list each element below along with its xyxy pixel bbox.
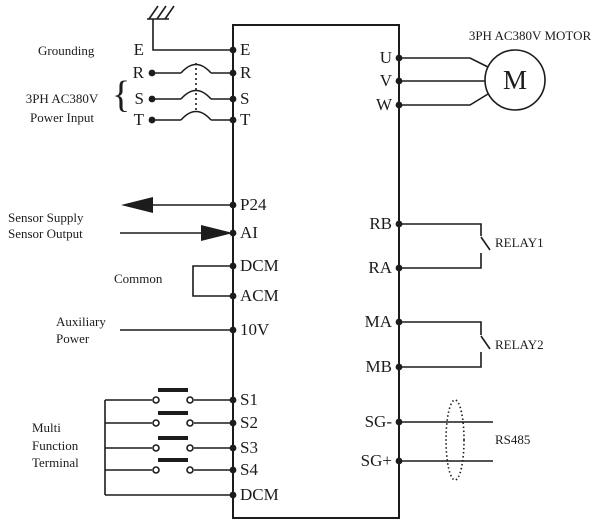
terminal-s2: S2 [240, 413, 258, 432]
motor-circle [484, 49, 546, 111]
sensor-supply-arrow [121, 197, 233, 213]
relay2-contact [399, 321, 491, 368]
relay1-label: RELAY1 [495, 235, 544, 250]
common-bracket [192, 265, 233, 297]
terminal-label-r-outside: R [132, 63, 144, 82]
terminal-t: T [240, 110, 251, 129]
switch-s2 [105, 411, 233, 427]
terminal-s: S [240, 89, 250, 108]
terminal-r: R [240, 63, 252, 82]
multi-function-label-line2: Function [32, 438, 79, 453]
relay2-label: RELAY2 [495, 337, 544, 352]
power-input-brace: { [112, 74, 131, 116]
terminal-s1: S1 [240, 390, 258, 409]
terminal-label-e-outside: E [133, 40, 144, 59]
switch-s1 [105, 388, 233, 404]
breaker-r [152, 63, 233, 74]
auxiliary-label-line1: Auxiliary [56, 314, 106, 329]
sensor-output-arrow [120, 225, 233, 241]
sensor-supply-label: Sensor Supply [8, 210, 84, 225]
terminal-10v: 10V [240, 320, 270, 339]
motor-symbol: M [502, 65, 527, 95]
terminal-s3: S3 [240, 438, 258, 457]
multi-function-label-line1: Multi [32, 420, 61, 435]
terminal-sg-minus: SG- [364, 412, 392, 431]
motor-title: 3PH AC380V MOTOR [468, 28, 592, 43]
multi-function-label-line3: Terminal [32, 455, 79, 470]
terminal-u: U [379, 48, 392, 67]
auxiliary-label-line2: Power [56, 331, 90, 346]
switch-s4 [105, 458, 233, 474]
terminal-sg-plus: SG+ [360, 451, 392, 470]
terminal-s4: S4 [240, 460, 258, 479]
shield-ellipse [445, 399, 465, 481]
breaker-t [152, 110, 233, 121]
relay1-contact [399, 223, 491, 269]
inverter-enclosure [232, 24, 400, 519]
motor-wires [399, 57, 489, 106]
terminal-ra: RA [368, 258, 392, 277]
terminal-w: W [375, 95, 392, 114]
breaker-s [152, 89, 233, 100]
ground-icon [147, 5, 175, 20]
sensor-output-label: Sensor Output [8, 226, 83, 241]
terminal-label-t-outside: T [133, 110, 144, 129]
terminal-ai: AI [240, 223, 258, 242]
terminal-v: V [379, 71, 392, 90]
common-label: Common [114, 271, 163, 286]
terminal-dcm: DCM [240, 256, 279, 275]
terminal-ma: MA [364, 312, 392, 331]
power-input-label-line1: 3PH AC380V [25, 91, 99, 106]
terminal-dots [148, 46, 403, 499]
grounding-label: Grounding [38, 43, 95, 58]
terminal-p24: P24 [240, 195, 267, 214]
power-input-label-line2: Power Input [30, 110, 94, 125]
terminal-label-s-outside: S [134, 89, 144, 108]
terminal-acm: ACM [240, 286, 279, 305]
switch-s3 [105, 436, 233, 452]
terminal-mb: MB [365, 357, 392, 376]
terminal-dcm2: DCM [240, 485, 279, 504]
ground-wire [152, 19, 233, 51]
terminal-e: E [240, 40, 251, 59]
rs485-wires [399, 421, 493, 462]
terminal-rb: RB [369, 214, 392, 233]
rs485-label: RS485 [495, 432, 531, 447]
